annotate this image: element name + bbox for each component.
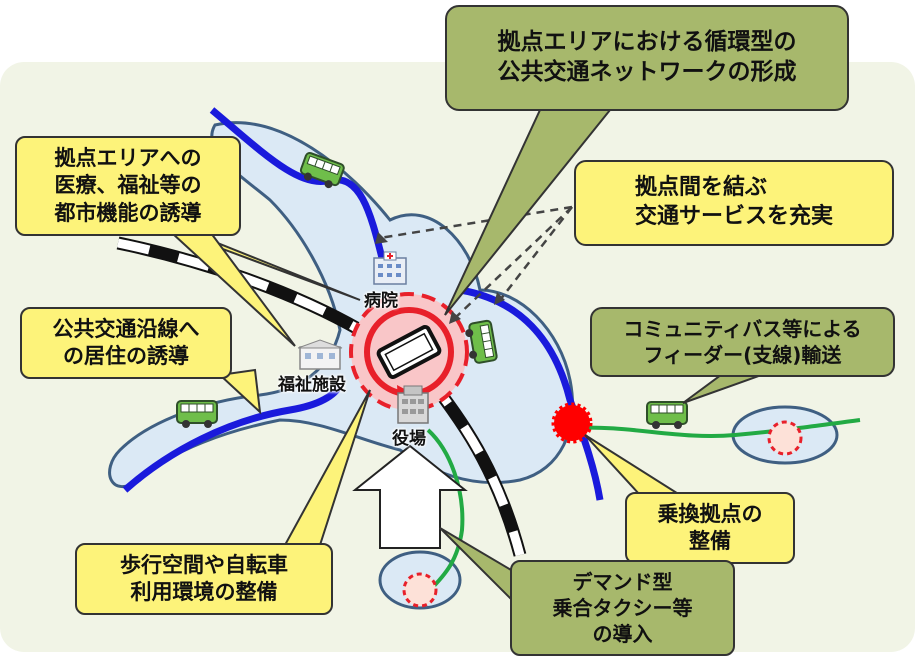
route-southwest — [122, 383, 344, 493]
transfer-hub-icon — [551, 402, 593, 444]
callout-transfer-line: 乗換拠点の — [657, 501, 763, 526]
callout-residence: 公共交通沿線へ の居住の誘導 — [20, 307, 232, 379]
callout-transfer: 乗換拠点の 整備 — [625, 492, 795, 564]
town-hall-label: 役場 — [392, 429, 426, 449]
welfare-facility-icon — [297, 339, 343, 370]
callout-feeder-line: フィーダー(支線)輸送 — [643, 343, 842, 367]
callout-feeder-line: コミュニティバス等による — [623, 317, 862, 341]
callout-medical-line: 拠点エリアへの — [54, 146, 202, 171]
link-arrowhead — [375, 232, 388, 244]
link-arrowhead — [449, 311, 461, 324]
callout-demand-line: の導入 — [592, 622, 653, 646]
callout-demand-line: 乗合タクシー等 — [552, 596, 693, 620]
bus-icon — [646, 401, 688, 430]
callout-network-line: 公共交通ネットワークの形成 — [497, 59, 797, 85]
hospital-label: 病院 — [364, 291, 398, 311]
walking-up-arrow — [352, 444, 468, 549]
callout-transfer-line: 整備 — [689, 529, 731, 553]
hospital-icon — [373, 251, 407, 285]
bus-icon — [176, 400, 218, 429]
callout-medical-line: 医療、福祉等の — [54, 173, 202, 198]
callout-medical: 拠点エリアへの 医療、福祉等の 都市機能の誘導 — [15, 136, 241, 236]
south-stop-icon — [402, 572, 438, 608]
feeder-line-south — [426, 428, 465, 592]
link-arrowhead — [494, 292, 505, 305]
callout-network: 拠点エリアにおける循環型の 公共交通ネットワークの形成 — [445, 5, 849, 111]
callout-residence-line: の居住の誘導 — [63, 344, 189, 368]
callout-medical-line: 都市機能の誘導 — [54, 200, 202, 225]
callout-link-line: 拠点間を結ぶ — [634, 175, 767, 201]
callout-walking-line: 歩行空間や自転車 — [120, 552, 288, 577]
route-east — [459, 286, 604, 501]
town-hall-icon — [397, 385, 429, 424]
callout-link: 拠点間を結ぶ 交通サービスを充実 — [574, 160, 894, 246]
callout-demand: デマンド型 乗合タクシー等 の導入 — [510, 560, 735, 656]
callout-residence-line: 公共交通沿線へ — [52, 316, 200, 341]
feeder-line-east — [574, 418, 861, 439]
callout-walking-line: 利用環境の整備 — [130, 580, 278, 604]
callout-link-line: 交通サービスを充実 — [634, 204, 833, 229]
loop-vehicle-icon — [376, 325, 442, 379]
callout-demand-line: デマンド型 — [572, 570, 673, 594]
link-arrows — [379, 205, 573, 319]
callout-walking: 歩行空間や自転車 利用環境の整備 — [75, 543, 333, 615]
east-stop-icon — [767, 420, 803, 456]
callout-feeder: コミュニティバス等による フィーダー(支線)輸送 — [590, 307, 895, 377]
welfare-facility-label: 福祉施設 — [278, 375, 346, 395]
residence-tail — [217, 368, 262, 415]
callout-network-line: 拠点エリアにおける循環型の — [497, 29, 797, 56]
